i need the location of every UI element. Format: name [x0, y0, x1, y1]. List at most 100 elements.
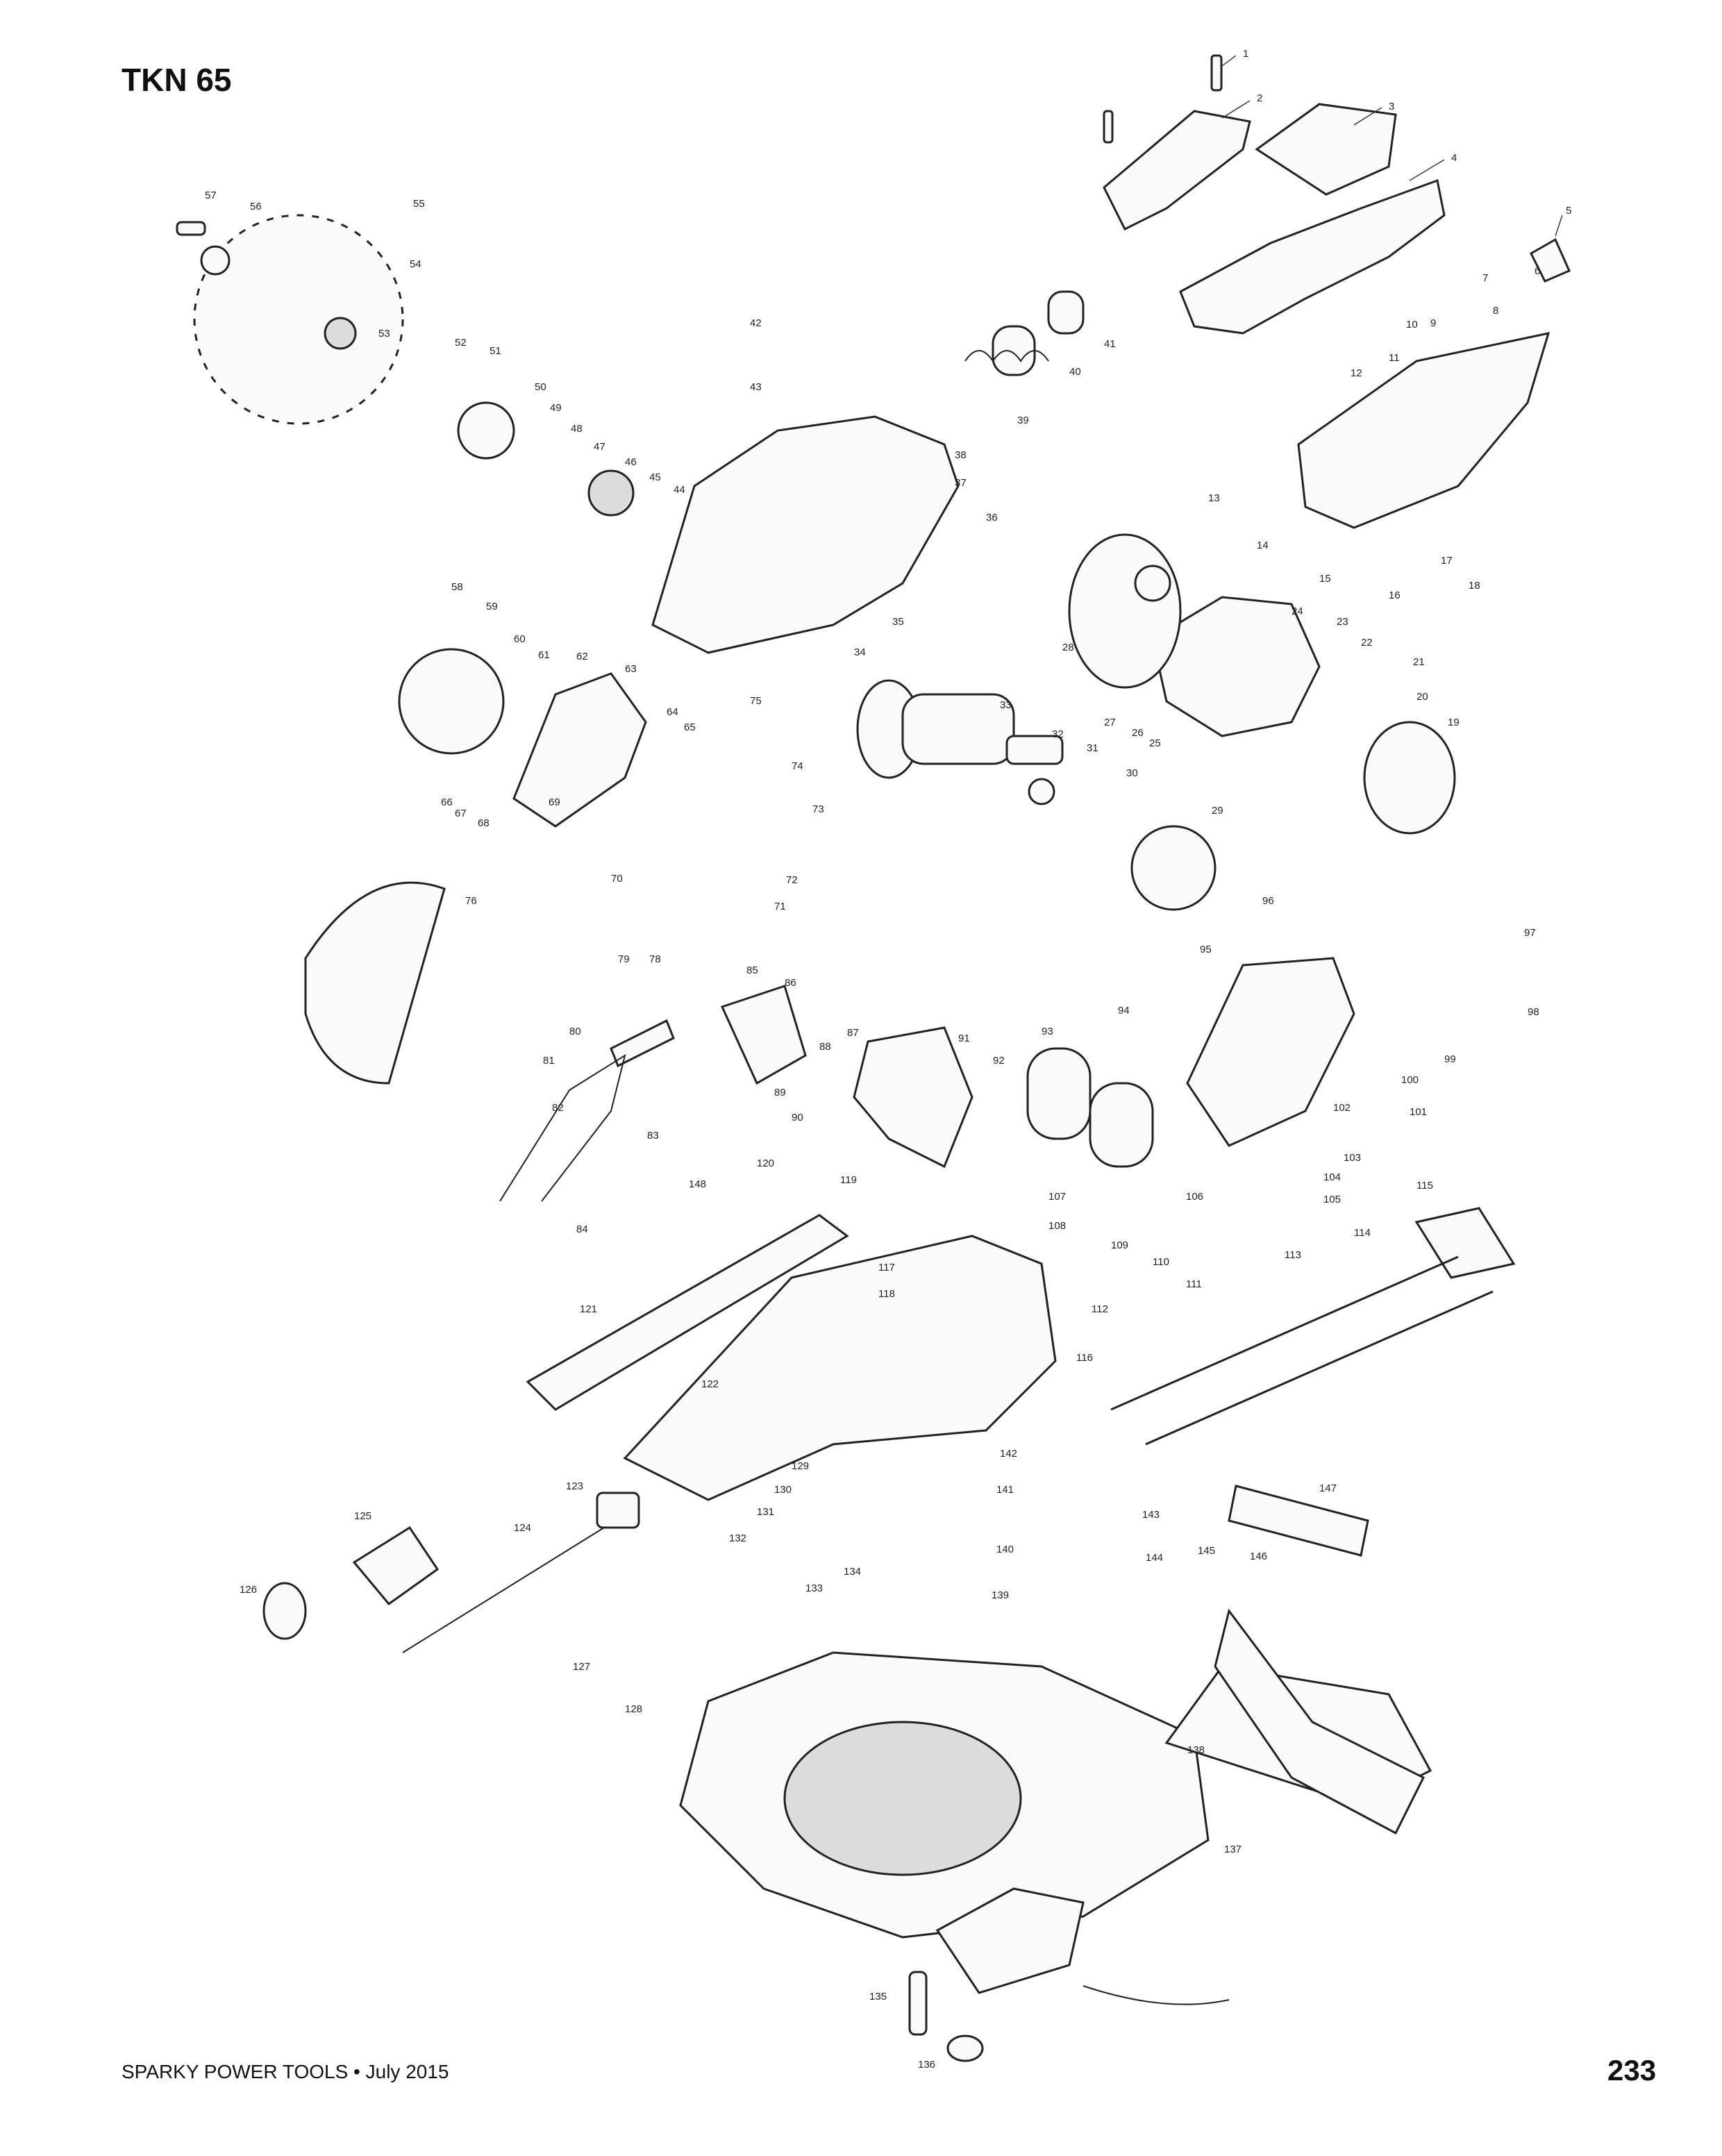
- gear-and-lower-guard: [398, 401, 647, 828]
- callout-104: 104: [1323, 1171, 1341, 1183]
- callout-46: 46: [625, 456, 637, 468]
- callout-101: 101: [1410, 1106, 1427, 1118]
- callout-36: 36: [986, 512, 998, 524]
- callout-111: 111: [1186, 1278, 1202, 1290]
- callout-2: 2: [1257, 92, 1262, 104]
- callout-148: 148: [689, 1178, 706, 1190]
- callout-129: 129: [792, 1460, 809, 1472]
- callout-29: 29: [1212, 805, 1223, 817]
- callout-34: 34: [854, 646, 866, 658]
- callout-66: 66: [441, 796, 453, 808]
- callout-118: 118: [878, 1288, 895, 1300]
- callout-5: 5: [1566, 205, 1571, 217]
- callout-115: 115: [1416, 1180, 1433, 1192]
- callout-68: 68: [478, 817, 490, 829]
- callout-55: 55: [413, 198, 425, 210]
- callout-140: 140: [996, 1544, 1014, 1555]
- callout-64: 64: [667, 706, 678, 718]
- callout-40: 40: [1069, 366, 1081, 378]
- callout-142: 142: [1000, 1448, 1017, 1460]
- callout-131: 131: [757, 1506, 774, 1518]
- callout-94: 94: [1118, 1005, 1130, 1017]
- callout-63: 63: [625, 663, 637, 675]
- callout-49: 49: [550, 402, 562, 414]
- page-title: TKN 65: [122, 62, 232, 98]
- footer-brand: SPARKY POWER TOOLS: [122, 2061, 349, 2082]
- callout-81: 81: [543, 1055, 555, 1067]
- callout-54: 54: [410, 258, 421, 270]
- callout-96: 96: [1262, 895, 1274, 907]
- page-number: 233: [1607, 2054, 1657, 2087]
- callout-116: 116: [1076, 1352, 1093, 1364]
- callout-52: 52: [455, 337, 467, 349]
- callout-114: 114: [1354, 1227, 1371, 1239]
- callout-38: 38: [955, 449, 967, 461]
- callout-120: 120: [757, 1158, 774, 1169]
- footer-date: July 2015: [365, 2061, 449, 2082]
- callout-12: 12: [1351, 367, 1362, 379]
- callout-62: 62: [576, 651, 588, 662]
- callout-132: 132: [729, 1532, 746, 1544]
- callout-130: 130: [774, 1484, 792, 1496]
- callout-99: 99: [1444, 1053, 1456, 1065]
- callout-39: 39: [1017, 415, 1029, 426]
- callout-4: 4: [1451, 152, 1457, 164]
- callout-106: 106: [1186, 1191, 1203, 1203]
- callout-105: 105: [1323, 1194, 1341, 1205]
- callout-138: 138: [1187, 1744, 1205, 1756]
- callout-136: 136: [918, 2059, 935, 2071]
- base-assembly: [679, 1485, 1432, 2062]
- callout-87: 87: [847, 1027, 859, 1039]
- callout-7: 7: [1482, 272, 1488, 284]
- callout-102: 102: [1333, 1102, 1351, 1114]
- side-cover: [304, 881, 446, 1085]
- callout-145: 145: [1198, 1545, 1215, 1557]
- callout-17: 17: [1441, 555, 1453, 567]
- callout-21: 21: [1413, 656, 1425, 668]
- motor-housing-assembly: [1068, 237, 1571, 835]
- callout-128: 128: [625, 1703, 642, 1715]
- callout-93: 93: [1042, 1026, 1053, 1037]
- callout-82: 82: [552, 1102, 564, 1114]
- callout-134: 134: [844, 1566, 861, 1578]
- callout-90: 90: [792, 1112, 803, 1123]
- slide-head-assembly: [1026, 957, 1516, 1446]
- callout-56: 56: [250, 201, 262, 212]
- callout-126: 126: [240, 1584, 257, 1596]
- callout-27: 27: [1104, 717, 1116, 728]
- callout-61: 61: [538, 649, 550, 661]
- callout-78: 78: [649, 953, 661, 965]
- callout-86: 86: [785, 977, 796, 989]
- handle-assembly: [1103, 54, 1446, 335]
- callout-133: 133: [805, 1582, 823, 1594]
- callout-59: 59: [486, 601, 498, 612]
- callout-107: 107: [1048, 1191, 1066, 1203]
- callout-20: 20: [1416, 691, 1428, 703]
- callout-16: 16: [1389, 590, 1401, 601]
- callout-113: 113: [1285, 1249, 1301, 1261]
- callout-144: 144: [1146, 1552, 1163, 1564]
- callout-85: 85: [746, 964, 758, 976]
- callout-50: 50: [535, 381, 546, 393]
- callout-31: 31: [1087, 742, 1098, 754]
- callout-112: 112: [1092, 1303, 1108, 1315]
- callout-100: 100: [1401, 1074, 1419, 1086]
- turntable-arm: [526, 1214, 1057, 1501]
- callout-23: 23: [1337, 616, 1348, 628]
- callout-43: 43: [750, 381, 762, 393]
- bevel-linkage: [499, 985, 973, 1202]
- callout-137: 137: [1224, 1844, 1242, 1855]
- callout-1: 1: [1243, 48, 1248, 60]
- callout-67: 67: [455, 808, 467, 819]
- callout-121: 121: [580, 1303, 597, 1315]
- callout-35: 35: [892, 616, 904, 628]
- callout-13: 13: [1208, 492, 1220, 504]
- callout-127: 127: [573, 1661, 590, 1673]
- callout-37: 37: [955, 477, 967, 489]
- callout-45: 45: [649, 471, 661, 483]
- callout-19: 19: [1448, 717, 1460, 728]
- callout-53: 53: [378, 328, 390, 340]
- callout-139: 139: [992, 1589, 1009, 1601]
- callout-3: 3: [1389, 101, 1394, 112]
